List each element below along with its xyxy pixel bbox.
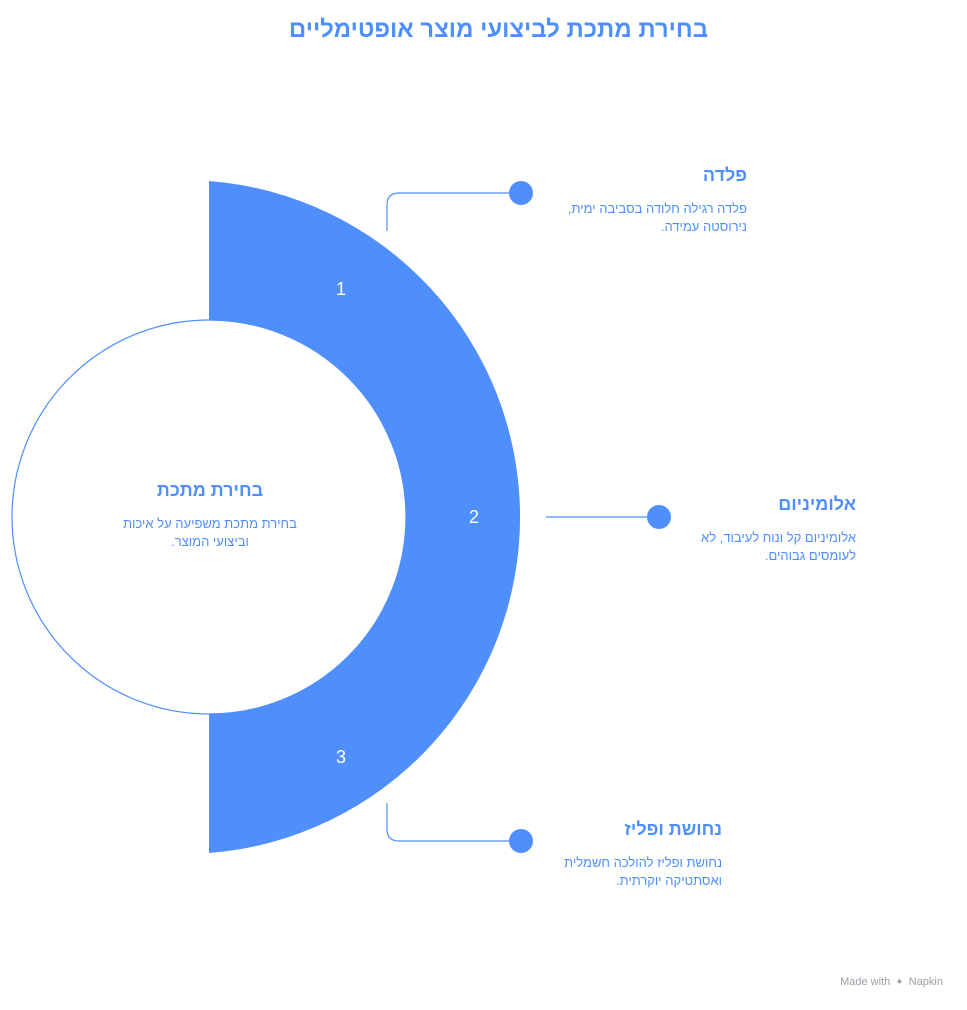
connector-dot-3 — [509, 829, 533, 853]
item-description: פלדה רגילה חלודה בסביבה ימית, נירוסטה עמ… — [547, 200, 747, 236]
item-description: נחושת ופליז להולכה חשמלית ואסתטיקה יוקרת… — [547, 854, 722, 890]
connector-dot-1 — [509, 181, 533, 205]
segment-number-1: 1 — [335, 279, 346, 299]
footer-brand: Napkin — [908, 976, 943, 988]
napkin-logo-icon: ✦ — [895, 977, 904, 988]
item-description-line: לעומסים גבוהים. — [764, 548, 856, 563]
page-title: בחירת מתכת לביצועי מוצר אופטימליים — [288, 16, 709, 43]
item-steel: פלדה פלדה רגילה חלודה בסביבה ימית, נירוס… — [547, 165, 747, 236]
center-text-block: בחירת מתכת בחירת מתכת משפיעה על איכות וב… — [60, 480, 360, 551]
center-description-line: בחירת מתכת משפיעה על איכות — [123, 516, 297, 531]
connector-dot-2 — [647, 505, 671, 529]
connector-line-1 — [386, 192, 521, 231]
center-circle — [11, 319, 407, 715]
item-title: נחושת ופליז — [624, 819, 722, 839]
center-description: בחירת מתכת משפיעה על איכות וביצועי המוצר… — [60, 515, 360, 551]
item-copper-brass: נחושת ופליז נחושת ופליז להולכה חשמלית וא… — [547, 819, 722, 890]
item-aluminum: אלומיניום אלומיניום קל ונוח לעיבוד, לא ל… — [686, 494, 856, 565]
footer-attribution[interactable]: Made with ✦ Napkin — [840, 976, 943, 988]
half-ring-segments — [209, 181, 521, 853]
segment-number-3: 3 — [335, 747, 346, 767]
segment-number-2: 2 — [468, 507, 479, 527]
item-description-line: נירוסטה עמידה. — [660, 219, 747, 234]
connector-line-3 — [386, 803, 521, 842]
center-title: בחירת מתכת — [156, 480, 264, 500]
item-description: אלומיניום קל ונוח לעיבוד, לא לעומסים גבו… — [686, 529, 856, 565]
item-description-line: נחושת ופליז להולכה חשמלית — [564, 855, 722, 870]
center-description-line: וביצועי המוצר. — [171, 534, 249, 549]
footer-made-with: Made with — [840, 976, 891, 988]
item-description-line: ואסתטיקה יוקרתית. — [616, 873, 722, 888]
item-description-line: פלדה רגילה חלודה בסביבה ימית, — [567, 201, 747, 216]
item-description-line: אלומיניום קל ונוח לעיבוד, לא — [701, 530, 856, 545]
item-title: אלומיניום — [778, 494, 856, 514]
item-title: פלדה — [702, 165, 747, 185]
